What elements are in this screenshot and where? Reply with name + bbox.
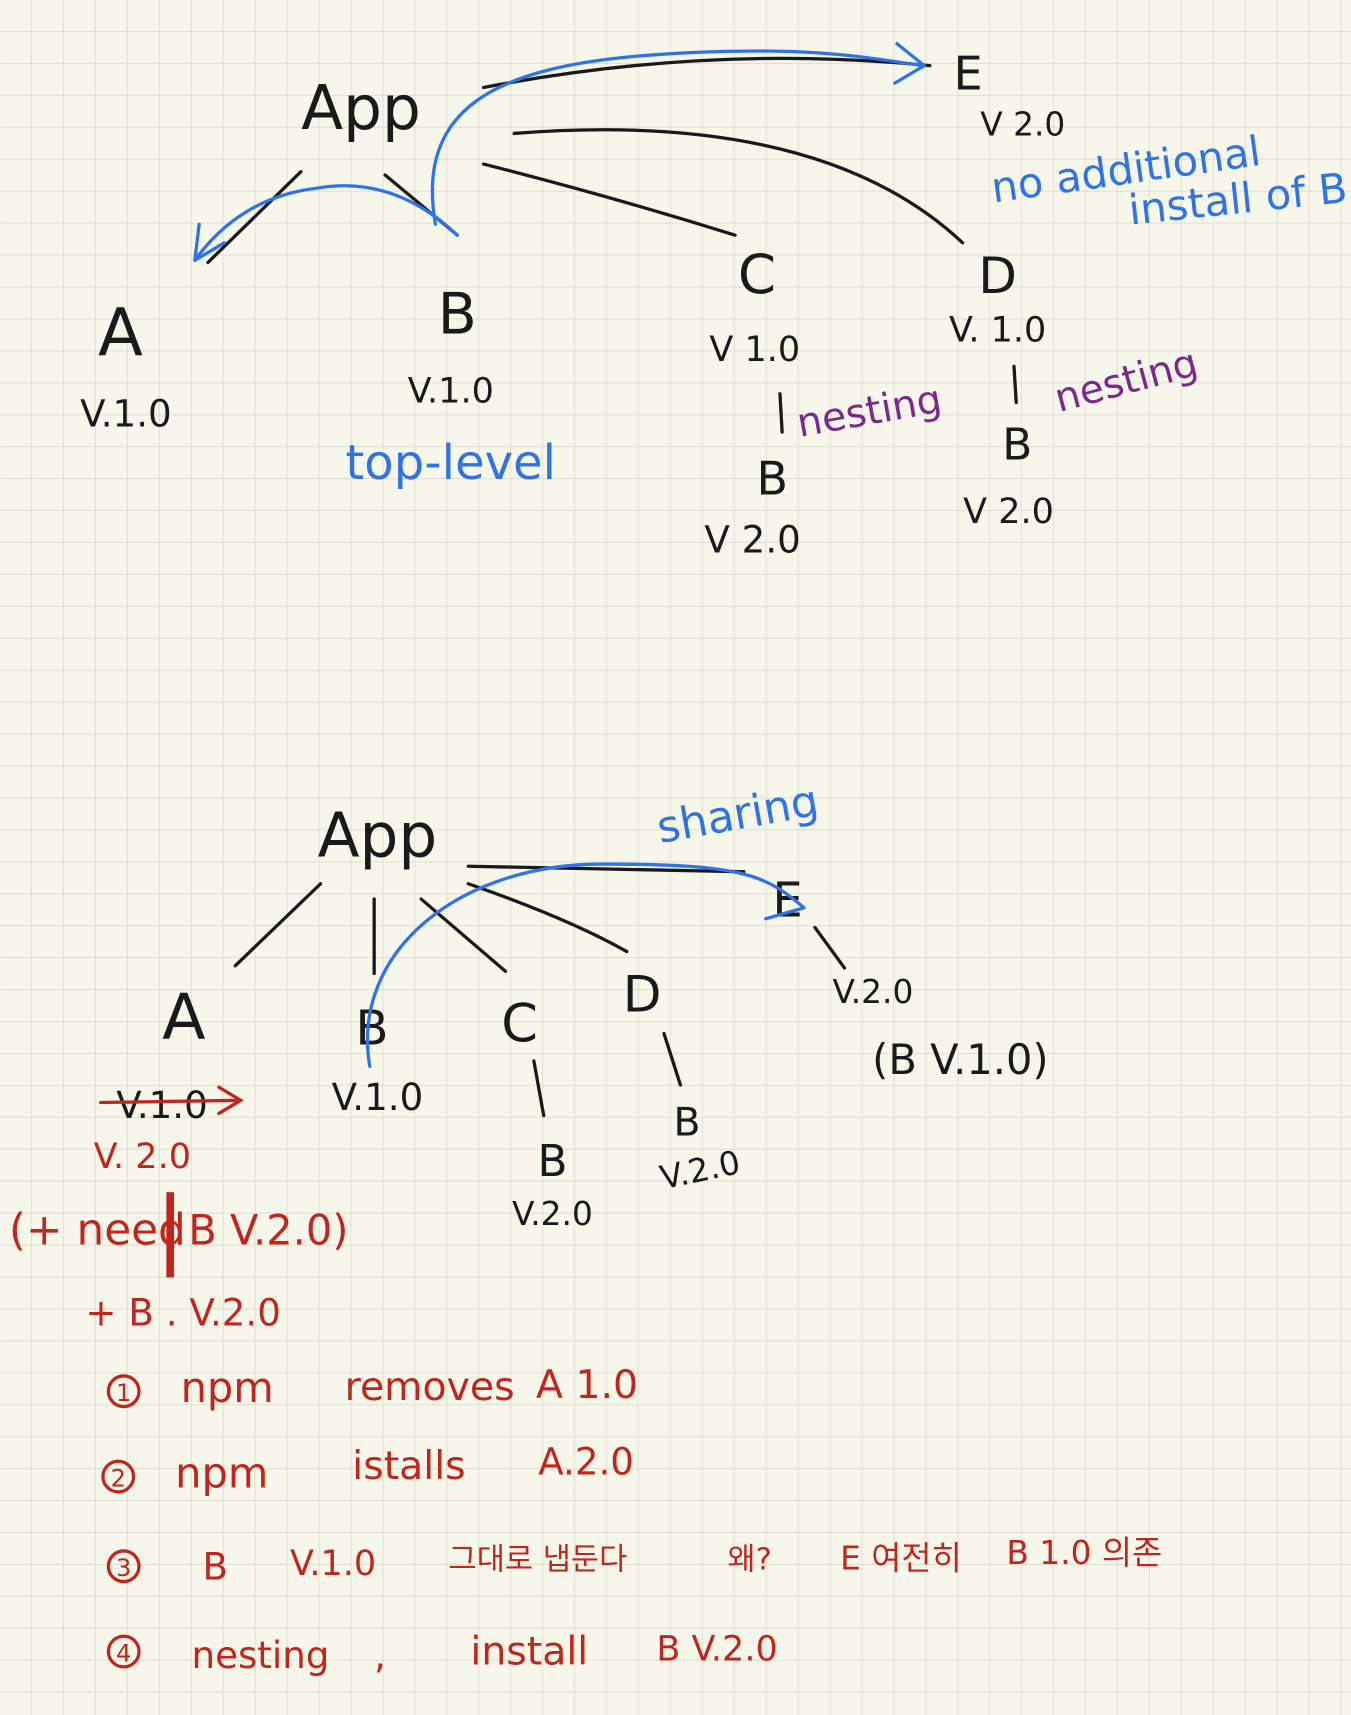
- step-number: 4: [116, 1639, 131, 1667]
- edge-c-b-bottom: [532, 1059, 546, 1118]
- bottom-node-e: E: [772, 873, 802, 929]
- blue-arrow-b-to-a: [193, 184, 459, 262]
- step-text: B: [202, 1544, 228, 1588]
- step-text: B V.2.0: [656, 1629, 777, 1669]
- step-text: A 1.0: [536, 1362, 638, 1408]
- bottom-b-version: V.1.0: [332, 1075, 424, 1119]
- bottom-e-dependency: (B V.1.0): [872, 1035, 1048, 1084]
- step-text: nesting: [192, 1633, 330, 1677]
- bottom-e-version: V.2.0: [833, 973, 914, 1011]
- bottom-node-a: A: [162, 980, 205, 1054]
- edge-d-b-bottom: [662, 1031, 683, 1087]
- need-left: (+ need: [9, 1205, 186, 1256]
- step-number-circle: [101, 1459, 136, 1494]
- step-number: 2: [111, 1464, 126, 1492]
- step-3: 3 B V.1.0 그대로 냅둔다 왜? E 여전히 B 1.0 의존: [106, 1534, 1162, 1588]
- edge-d-b: [1012, 364, 1018, 405]
- step-number: 3: [116, 1554, 131, 1582]
- step-text: removes: [345, 1364, 515, 1410]
- step-text: B 1.0 의존: [1006, 1534, 1162, 1572]
- top-node-d: D: [978, 246, 1017, 305]
- step-text: 그대로 냅둔다: [449, 1543, 628, 1578]
- edge-app-a-bottom: [233, 882, 323, 968]
- bottom-d-child-b: B: [673, 1099, 700, 1145]
- edge-e-version: [813, 925, 847, 970]
- step-1: 1 npm removes A 1.0: [106, 1362, 638, 1412]
- top-c-child-b: B: [757, 451, 789, 505]
- top-node-c: C: [738, 242, 776, 306]
- edge-app-a: [206, 170, 303, 265]
- top-c-version: V 1.0: [709, 330, 800, 370]
- top-node-e: E: [954, 47, 983, 101]
- bottom-a-old-version: V.1.0: [116, 1083, 208, 1127]
- top-b-version: V.1.0: [408, 372, 494, 412]
- step-text: istalls: [352, 1443, 465, 1489]
- top-node-b: B: [438, 282, 477, 348]
- step-number-circle: [106, 1374, 141, 1409]
- edge-app-c: [481, 162, 737, 237]
- top-c-child-version: V 2.0: [704, 517, 800, 561]
- bottom-node-d: D: [623, 965, 662, 1024]
- step-text: 왜?: [727, 1543, 771, 1578]
- need-right: B V.2.0): [188, 1206, 348, 1255]
- steps-list: 1 npm removes A 1.0 2 npm istalls A.2.0 …: [101, 1362, 1162, 1677]
- step-text: npm: [181, 1363, 274, 1412]
- top-e-version: V 2.0: [980, 106, 1065, 144]
- edge-app-e-bottom: [466, 864, 746, 874]
- top-root-app: App: [301, 73, 421, 144]
- blue-sharing-curve: [366, 862, 806, 1069]
- plus-b-v2: + B . V.2.0: [85, 1291, 280, 1335]
- step-number-circle: [106, 1549, 141, 1584]
- step-2: 2 npm istalls A.2.0: [101, 1439, 634, 1498]
- bottom-node-c: C: [501, 993, 538, 1054]
- top-a-version: V.1.0: [80, 392, 172, 436]
- bottom-c-child-version: V.2.0: [512, 1195, 593, 1233]
- top-d-child-b: B: [1002, 419, 1032, 470]
- blue-arrow-b-to-e: [430, 42, 926, 226]
- step-text: A.2.0: [538, 1439, 634, 1483]
- bottom-root-app: App: [318, 800, 438, 871]
- edge-app-e: [481, 56, 932, 90]
- red-divider: [166, 1192, 175, 1278]
- edge-app-d-bottom: [466, 882, 629, 954]
- bottom-tree: App sharing A V.1.0 V. 2.0 (+ need B V.2…: [9, 775, 1049, 1334]
- edge-app-c-bottom: [419, 897, 508, 973]
- step-number-circle: [106, 1634, 141, 1669]
- step-4: 4 nesting , install B V.2.0: [106, 1629, 778, 1677]
- step-text: E 여전히: [840, 1540, 962, 1578]
- top-node-a: A: [98, 295, 143, 371]
- top-level-note: top-level: [345, 435, 556, 491]
- top-d-version: V. 1.0: [949, 310, 1046, 350]
- bottom-c-child-b: B: [537, 1136, 567, 1187]
- step-text: V.1.0: [290, 1544, 376, 1584]
- step-text: install: [470, 1629, 588, 1675]
- top-d-child-version: V 2.0: [963, 492, 1054, 532]
- bottom-a-new-version: V. 2.0: [94, 1137, 191, 1177]
- edge-c-b: [778, 392, 784, 434]
- edge-app-d: [512, 128, 965, 245]
- step-number: 1: [116, 1379, 131, 1407]
- strike-arrow: [99, 1085, 244, 1116]
- step-text: npm: [175, 1449, 268, 1498]
- step-text: ,: [374, 1633, 386, 1677]
